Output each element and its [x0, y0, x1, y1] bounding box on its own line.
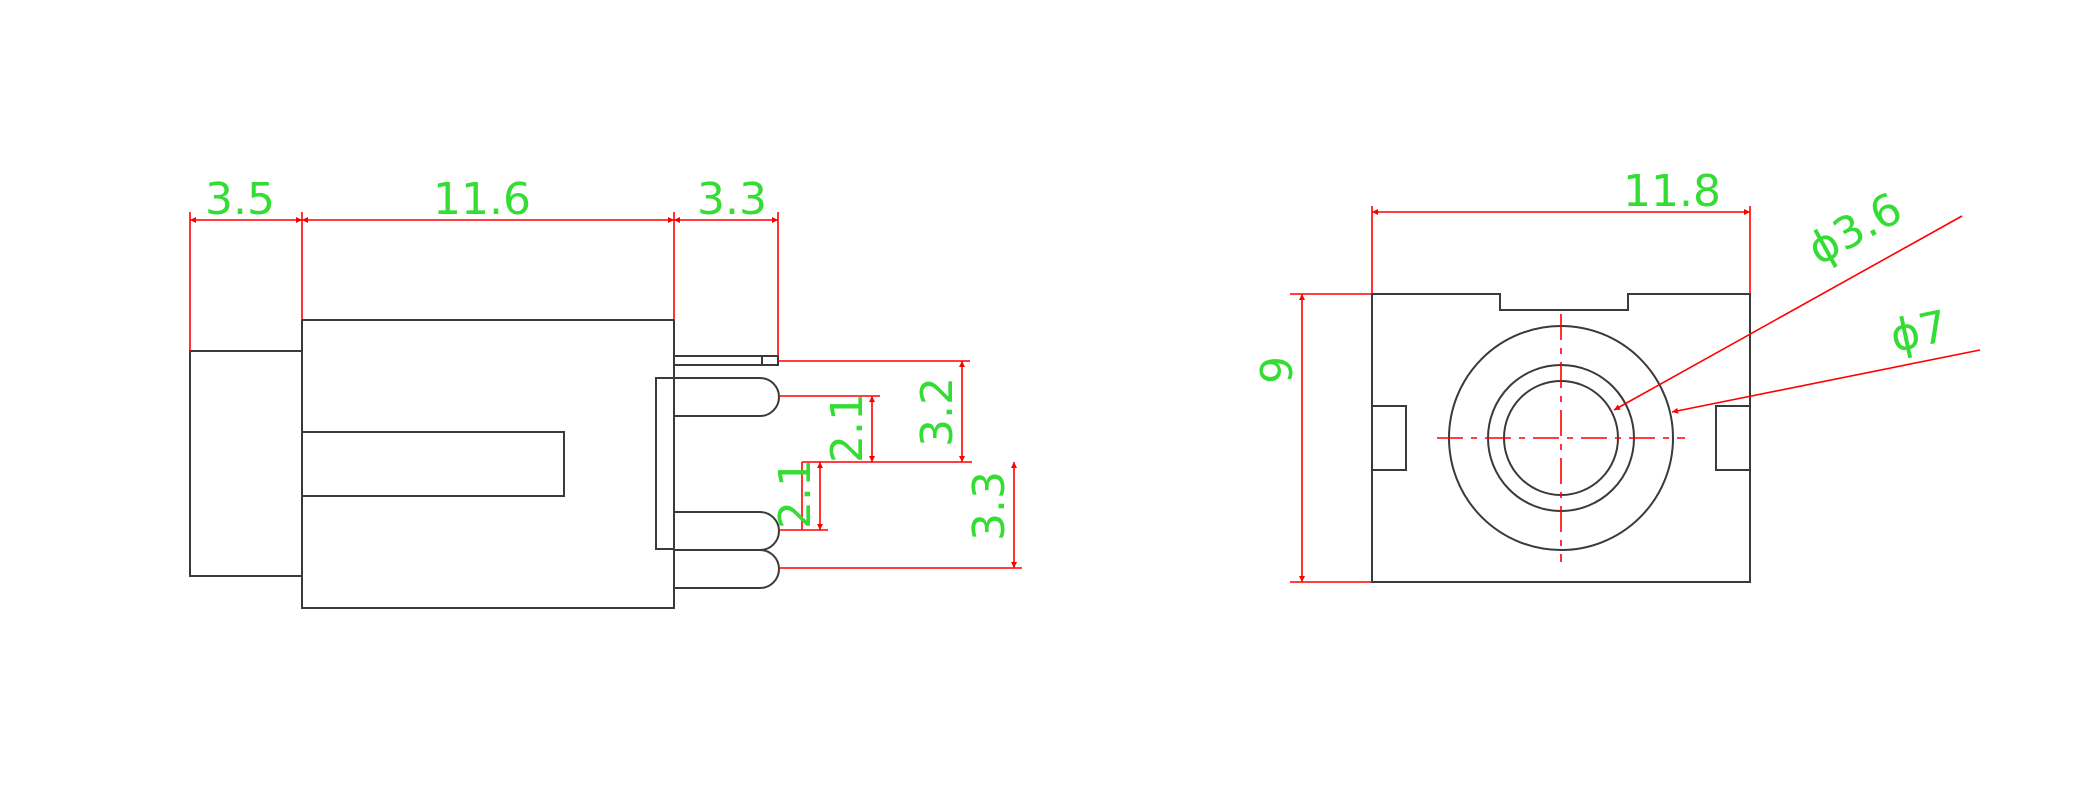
- label-outer-diameter: ϕ7: [1886, 301, 1952, 363]
- label-3-3-top: 3.3: [697, 174, 767, 225]
- side-pin-3: [674, 549, 780, 589]
- label-9: 9: [1252, 356, 1303, 384]
- label-3-2: 3.2: [912, 377, 963, 447]
- leader-outer-diameter: [1671, 349, 1981, 414]
- label-2-1-lower: 2.1: [770, 459, 821, 529]
- side-slot: [301, 431, 565, 497]
- label-11-6: 11.6: [433, 174, 531, 225]
- side-pin-1: [674, 377, 780, 417]
- front-right-tab: [1715, 405, 1751, 471]
- label-2-1-upper: 2.1: [822, 393, 873, 463]
- side-pin-2: [674, 511, 780, 551]
- label-inner-diameter: ϕ3.6: [1799, 183, 1910, 276]
- side-front-collar: [655, 377, 675, 550]
- side-view: 3.5 11.6 3.3 3.2 2.1 2.1 3.3: [189, 174, 1022, 609]
- leader-inner-diameter: [1613, 215, 1963, 411]
- label-3-5: 3.5: [205, 174, 275, 225]
- side-back-block: [189, 350, 303, 577]
- front-left-tab: [1371, 405, 1407, 471]
- front-view: 11.8 9 ϕ3.6 ϕ7: [1252, 166, 1981, 583]
- front-body-outline: [1371, 293, 1751, 583]
- label-11-8: 11.8: [1623, 166, 1721, 217]
- side-main-body: [301, 319, 675, 609]
- label-3-3-side: 3.3: [964, 471, 1015, 541]
